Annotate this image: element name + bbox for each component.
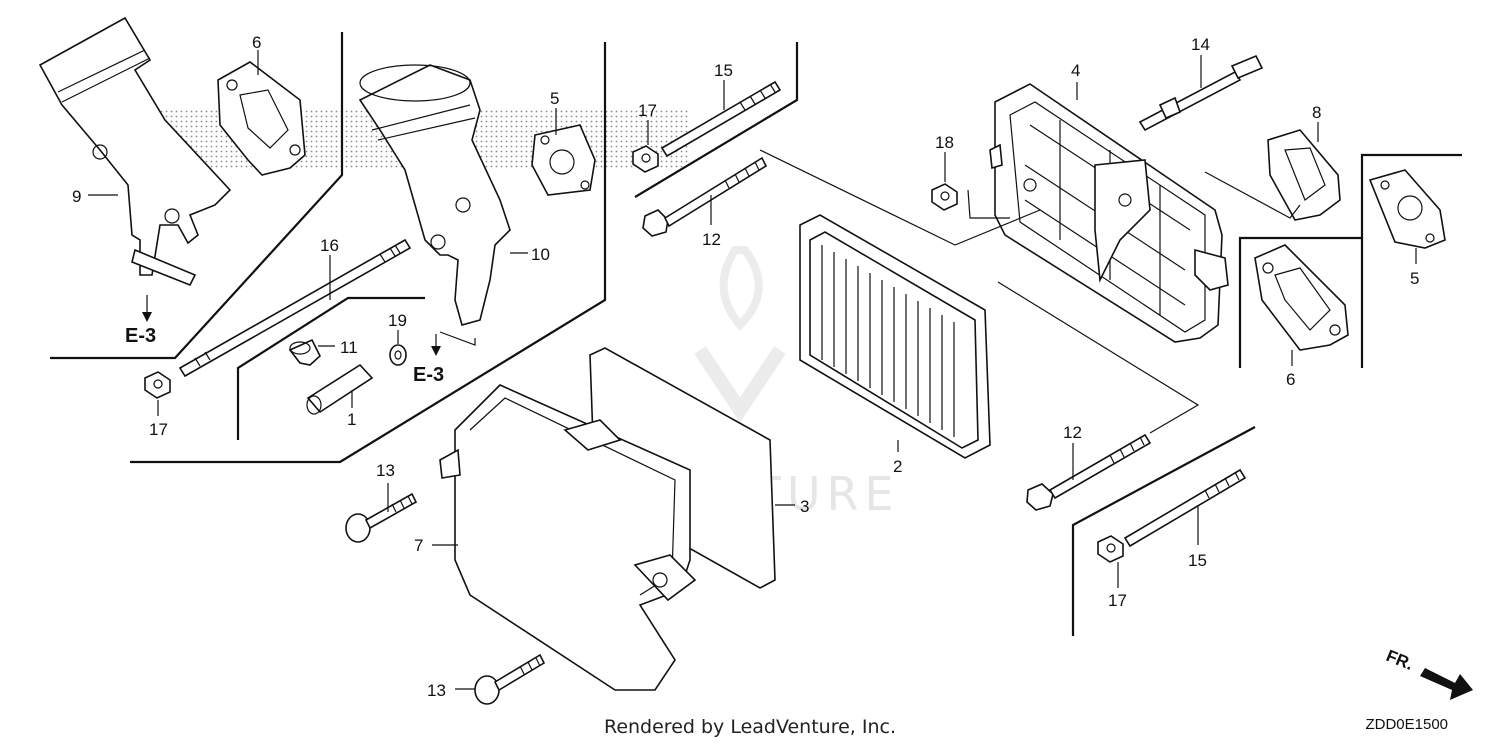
label-18[interactable]: 18 <box>935 133 954 152</box>
label-2[interactable]: 2 <box>893 457 902 476</box>
label-10[interactable]: 10 <box>531 245 550 264</box>
label-9[interactable]: 9 <box>72 187 81 206</box>
part-2-filter-element[interactable] <box>799 214 991 459</box>
label-6-top[interactable]: 6 <box>252 33 261 52</box>
part-14-stud[interactable] <box>1138 54 1264 132</box>
part-11-collar[interactable] <box>288 338 321 366</box>
label-4[interactable]: 4 <box>1071 61 1080 80</box>
part-19-washer[interactable] <box>389 344 407 366</box>
label-13-bottom[interactable]: 13 <box>427 681 446 700</box>
part-10-intake-elbow[interactable] <box>358 64 511 326</box>
label-5-right[interactable]: 5 <box>1410 269 1419 288</box>
front-direction-arrow: FR. <box>1384 646 1473 700</box>
label-17-top[interactable]: 17 <box>638 101 657 120</box>
label-14[interactable]: 14 <box>1191 35 1210 54</box>
part-18-nut[interactable] <box>931 183 958 211</box>
label-13-top[interactable]: 13 <box>376 461 395 480</box>
label-17-left[interactable]: 17 <box>149 420 168 439</box>
part-13-screw-top[interactable] <box>345 492 418 543</box>
part-6-gasket-top[interactable] <box>217 61 306 176</box>
part-labels: 9 6 10 5 16 17 11 1 19 17 15 12 4 18 14 … <box>72 33 1419 700</box>
front-direction-label: FR. <box>1384 646 1417 674</box>
label-11[interactable]: 11 <box>340 338 358 357</box>
part-1-pipe[interactable] <box>306 363 374 415</box>
part-12-bolt-top[interactable] <box>642 156 768 237</box>
part-15-bolt-top[interactable] <box>660 80 782 158</box>
part-17-nut-left[interactable] <box>144 371 171 399</box>
label-17-right[interactable]: 17 <box>1108 591 1127 610</box>
part-13-screw-bottom[interactable] <box>474 653 546 705</box>
label-7[interactable]: 7 <box>414 536 423 555</box>
part-5-gasket-top[interactable] <box>531 124 596 196</box>
label-3[interactable]: 3 <box>800 497 809 516</box>
label-1[interactable]: 1 <box>347 410 356 429</box>
label-16[interactable]: 16 <box>320 236 339 255</box>
label-6-right[interactable]: 6 <box>1286 370 1295 389</box>
part-17-nut-right[interactable] <box>1097 535 1124 563</box>
footer-credit: Rendered by LeadVenture, Inc. <box>603 716 897 738</box>
label-5-top[interactable]: 5 <box>550 89 559 108</box>
e3-arrow-right <box>431 334 441 356</box>
part-15-bolt-right[interactable] <box>1123 468 1247 548</box>
label-8[interactable]: 8 <box>1312 103 1321 122</box>
ref-e3-right[interactable]: E-3 <box>413 364 444 386</box>
part-7-cover[interactable] <box>439 384 697 691</box>
e3-arrow-left <box>142 295 152 322</box>
part-9-intake-elbow[interactable] <box>38 16 232 287</box>
part-4-air-cleaner-case[interactable] <box>989 83 1229 343</box>
part-12-bolt-right[interactable] <box>1026 433 1152 511</box>
label-15-top[interactable]: 15 <box>714 61 733 80</box>
leader-lines <box>88 50 1417 690</box>
diagram-code: ZDD0E1500 <box>1365 716 1448 733</box>
ref-e3-left[interactable]: E-3 <box>125 325 156 347</box>
section-dividers <box>50 32 1462 636</box>
label-15-right[interactable]: 15 <box>1188 551 1207 570</box>
label-19[interactable]: 19 <box>388 311 407 330</box>
label-12-right[interactable]: 12 <box>1063 423 1082 442</box>
label-12-top[interactable]: 12 <box>702 230 721 249</box>
part-6-gasket-right[interactable] <box>1254 244 1349 351</box>
part-8-gasket[interactable] <box>1267 129 1341 221</box>
part-17-nut-top[interactable] <box>632 145 659 173</box>
part-5-gasket-right[interactable] <box>1368 169 1446 249</box>
assembly-guides <box>439 149 1301 434</box>
